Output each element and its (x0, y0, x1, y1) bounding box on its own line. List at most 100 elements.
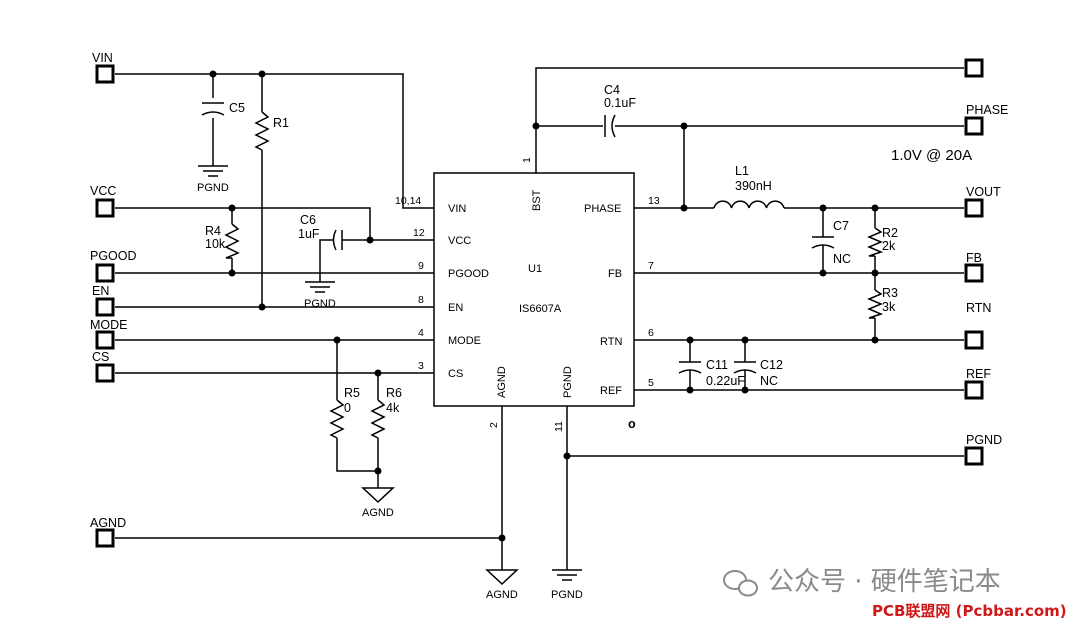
c6-ref: C6 (300, 213, 316, 227)
inductor-l1: L1 390nH (713, 164, 785, 209)
port-ref: REF (964, 367, 991, 400)
pin-number-pgnd: 11 (553, 421, 565, 432)
pin-number-rtn: 6 (648, 327, 654, 339)
pin-number-ref: 5 (648, 377, 654, 389)
ground-agnd-resistors: AGND (361, 487, 395, 519)
port-phase-label: PHASE (966, 103, 1008, 117)
port-fb: FB (964, 251, 984, 283)
ground-label: AGND (486, 589, 518, 601)
capacitor-c11: C11 0.22uF (678, 358, 745, 388)
pin-label-phase: PHASE (584, 203, 621, 215)
r3-ref: R3 (882, 286, 898, 300)
resistor-r1: R1 (254, 111, 289, 151)
r3-value: 3k (882, 300, 896, 314)
ground-pgnd-c6: PGND (304, 281, 336, 310)
pin-label-en: EN (448, 302, 463, 314)
c11-ref: C11 (706, 358, 728, 372)
pin-label-rtn: RTN (600, 336, 622, 348)
pin-number-mode: 4 (418, 327, 424, 339)
pin-label-pgood: PGOOD (448, 268, 489, 280)
l1-ref: L1 (735, 164, 749, 178)
port-mode-label: MODE (90, 318, 128, 332)
port-mode: MODE (90, 318, 128, 350)
c6-value: 1uF (298, 227, 320, 241)
port-pgood-label: PGOOD (90, 249, 137, 263)
pin-label-ref: REF (600, 385, 622, 397)
junction (532, 122, 540, 130)
watermark: 公众号 · 硬件笔记本 PCB联盟网 (Pcbbar.com) (723, 567, 1067, 620)
r4-value: 10k (205, 237, 226, 251)
resistor-r6: R6 4k (370, 386, 402, 439)
r6-ref: R6 (386, 386, 402, 400)
pin-number-vin: 10,14 (395, 195, 421, 207)
ground-pgnd-c5: PGND (197, 165, 229, 194)
port-vout: VOUT (964, 185, 1001, 218)
port-pgood: PGOOD (90, 249, 137, 283)
ic-part-number: IS6607A (519, 303, 562, 315)
pin-label-bst: BST (531, 189, 543, 211)
r5-ref: R5 (344, 386, 360, 400)
port-rtn-label: RTN (966, 301, 991, 315)
ground-pgnd-ic: PGND (551, 569, 583, 601)
junction (871, 204, 879, 212)
ground-label: PGND (304, 298, 336, 310)
c7-ref: C7 (833, 219, 849, 233)
ic-refdes: U1 (528, 263, 542, 275)
unconnected-marker: o (628, 417, 636, 431)
ground-label: AGND (362, 507, 394, 519)
port-fb-label: FB (966, 251, 982, 265)
port-vcc-label: VCC (90, 184, 116, 198)
pin-number-phase: 13 (648, 195, 660, 207)
resistor-r2: R2 2k (867, 226, 898, 257)
output-spec: 1.0V @ 20A (891, 147, 972, 164)
pin-number-fb: 7 (648, 260, 654, 272)
port-agnd-label: AGND (90, 516, 126, 530)
ground-agnd-ic: AGND (485, 569, 519, 601)
r1-ref: R1 (273, 116, 289, 130)
junction (819, 204, 827, 212)
junction (680, 122, 688, 130)
c11-value: 0.22uF (706, 374, 745, 388)
watermark-site: PCB联盟网 (Pcbbar.com) (872, 602, 1067, 620)
pin-number-en: 8 (418, 294, 424, 306)
junction (498, 534, 506, 542)
l1-value: 390nH (735, 179, 772, 193)
resistor-r4: R4 10k (205, 223, 240, 259)
port-cs: CS (92, 350, 115, 383)
c7-value: NC (833, 252, 851, 266)
junction (871, 336, 879, 344)
wire-vcc (115, 207, 434, 241)
ic-u1: U1 IS6607A VIN VCC PGOOD EN MODE CS PHAS… (395, 157, 660, 432)
junction (686, 336, 694, 344)
port-phase: PHASE (964, 103, 1008, 136)
pin-number-cs: 3 (418, 360, 424, 372)
port-en-label: EN (92, 284, 109, 298)
port-en: EN (92, 284, 115, 317)
pin-number-bst: 1 (521, 157, 533, 163)
pin-label-vin: VIN (448, 203, 466, 215)
junction (366, 236, 374, 244)
pin-number-pgood: 9 (418, 260, 424, 272)
junction (563, 452, 571, 460)
junction (258, 303, 266, 311)
junction (686, 386, 694, 394)
pin-label-mode: MODE (448, 335, 481, 347)
junction (374, 467, 382, 475)
port-vout-label: VOUT (966, 185, 1001, 199)
capacitor-c6: C6 1uF (298, 213, 343, 251)
port-vcc: VCC (90, 184, 116, 218)
r6-value: 4k (386, 401, 400, 415)
capacitor-c7: C7 NC (811, 219, 851, 266)
port-cs-label: CS (92, 350, 109, 364)
c12-value: NC (760, 374, 778, 388)
wire-r5-bottom (336, 438, 378, 472)
junction (871, 269, 879, 277)
junction (228, 204, 236, 212)
junction (741, 336, 749, 344)
capacitor-c4: C4 0.1uF (604, 83, 636, 138)
pin-number-vcc: 12 (413, 227, 425, 239)
r2-value: 2k (882, 239, 896, 253)
ic-body (433, 172, 635, 407)
port-vin: VIN (92, 51, 115, 84)
junctions (209, 70, 879, 542)
